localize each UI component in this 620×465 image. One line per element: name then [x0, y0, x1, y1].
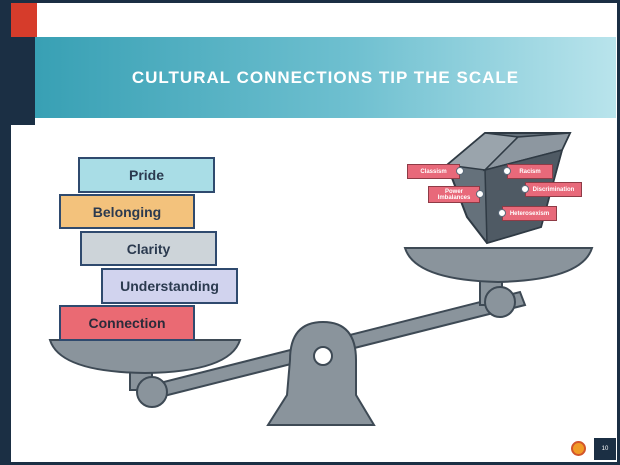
left-pan [48, 339, 242, 375]
tag-classism-dot [456, 167, 464, 175]
fulcrum [266, 320, 376, 426]
tag-discrimination-dot [521, 185, 529, 193]
stack-block-pride: Pride [78, 157, 215, 193]
left-joint [136, 376, 168, 408]
page-number: 10 [594, 438, 616, 460]
tag-heterosexism: Heterosexism [502, 206, 557, 221]
right-joint [484, 286, 516, 318]
tag-racism: Racism [507, 164, 553, 179]
title-banner [35, 37, 616, 118]
pivot-hole [313, 346, 333, 366]
top-border [0, 0, 620, 3]
stack-block-connection: Connection [59, 305, 195, 341]
tag-power-imbalances: Power Imbalances [428, 186, 480, 203]
tag-racism-dot [503, 167, 511, 175]
tag-heterosexism-dot [498, 209, 506, 217]
bottom-border [0, 462, 620, 465]
logo-icon [571, 441, 586, 456]
slide-title: CULTURAL CONNECTIONS TIP THE SCALE [131, 67, 520, 87]
tag-discrimination: Discrimination [525, 182, 582, 197]
stack-block-belonging: Belonging [59, 194, 195, 229]
right-border [617, 0, 620, 465]
tag-classism: Classism [407, 164, 460, 179]
title-banner-edge [11, 30, 35, 125]
left-border [0, 0, 11, 465]
tag-power-imbalances-dot [476, 190, 484, 198]
stack-block-clarity: Clarity [80, 231, 217, 266]
accent-square [11, 3, 37, 37]
right-pan [403, 247, 594, 284]
stack-block-understanding: Understanding [101, 268, 238, 304]
